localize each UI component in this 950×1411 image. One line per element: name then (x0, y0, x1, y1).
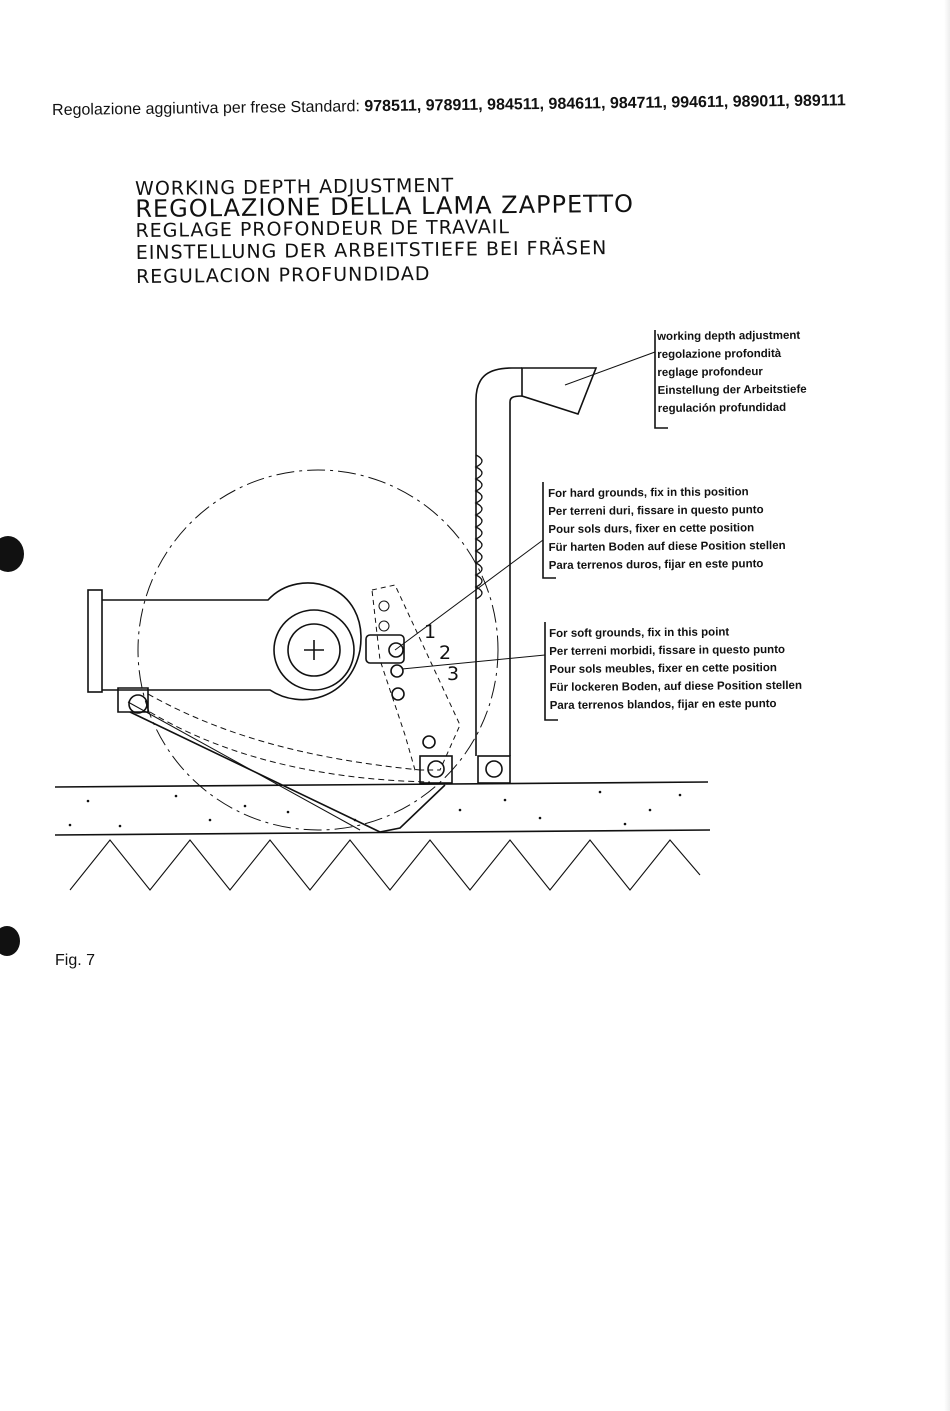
arm-body (102, 582, 362, 701)
foot-block-left (419, 755, 453, 784)
foot-block-right (477, 755, 511, 784)
soft-label-de: Für lockeren Boden, auf diese Position s… (549, 679, 803, 694)
hub-inner (287, 623, 341, 677)
handle-label-fr: reglage profondeur (657, 366, 763, 379)
hole-2 (390, 664, 404, 678)
hard-label-bracket (542, 482, 556, 579)
hard-label-fr: Pour sols durs, fixer en cette position (548, 522, 755, 536)
position-number-1: 1 (424, 621, 436, 643)
handle-label-en: working depth adjustment (657, 329, 801, 343)
scan-edge (944, 0, 950, 1411)
hard-label-en: For hard grounds, fix in this position (548, 486, 749, 500)
handle-tube-inner (509, 395, 523, 756)
blade-dashed (147, 693, 421, 771)
handle-label: working depth adjustment regolazione pro… (657, 327, 807, 418)
soft-label-bracket (544, 622, 558, 721)
hard-label-it: Per terreni duri, fissare in questo punt… (548, 504, 764, 518)
punch-hole-bottom (0, 926, 20, 956)
handle-label-de: Einstellung der Arbeitstiefe (657, 383, 807, 397)
hard-label-es: Para terrenos duros, fijar en este punto (548, 558, 764, 572)
ground-hatching (69, 839, 701, 891)
hole-1 (388, 642, 404, 658)
ground-lower (54, 829, 711, 836)
soft-ground-label: For soft grounds, fix in this point Per … (549, 623, 802, 715)
hub-outer (273, 609, 355, 691)
leader-soft (401, 654, 546, 670)
handle-label-es: regulación profundidad (657, 401, 787, 415)
ground-specks (68, 790, 682, 828)
rotor-circle (137, 469, 499, 831)
position-number-2: 2 (439, 642, 451, 664)
soft-label-fr: Pour sols meubles, fixer en cette positi… (549, 662, 777, 676)
skid-hinge (128, 694, 148, 714)
skid-bar (129, 711, 446, 833)
ground-surface (54, 781, 709, 788)
soft-label-es: Para terrenos blandos, fijar en este pun… (549, 698, 777, 712)
soft-label-it: Per terreni morbidi, fissare in questo p… (549, 643, 786, 658)
handle-tube-outer (475, 367, 522, 756)
adjust-plate (371, 584, 461, 771)
figure-caption: Fig. 7 (55, 952, 96, 969)
pin-bracket (365, 634, 405, 664)
flange (87, 589, 103, 693)
handle-grip (521, 367, 598, 415)
handle-serration (474, 454, 483, 600)
position-number-3: 3 (447, 663, 459, 685)
hard-ground-label: For hard grounds, fix in this position P… (548, 483, 786, 575)
soft-label-en: For soft grounds, fix in this point (549, 626, 730, 640)
leader-hard (394, 539, 544, 651)
handle-label-it: regolazione profondità (657, 347, 782, 361)
handle-label-bracket (654, 330, 668, 429)
leader-handle (564, 351, 656, 386)
hole-3 (391, 687, 405, 701)
hard-label-de: Für harten Boden auf diese Position stel… (548, 539, 786, 554)
